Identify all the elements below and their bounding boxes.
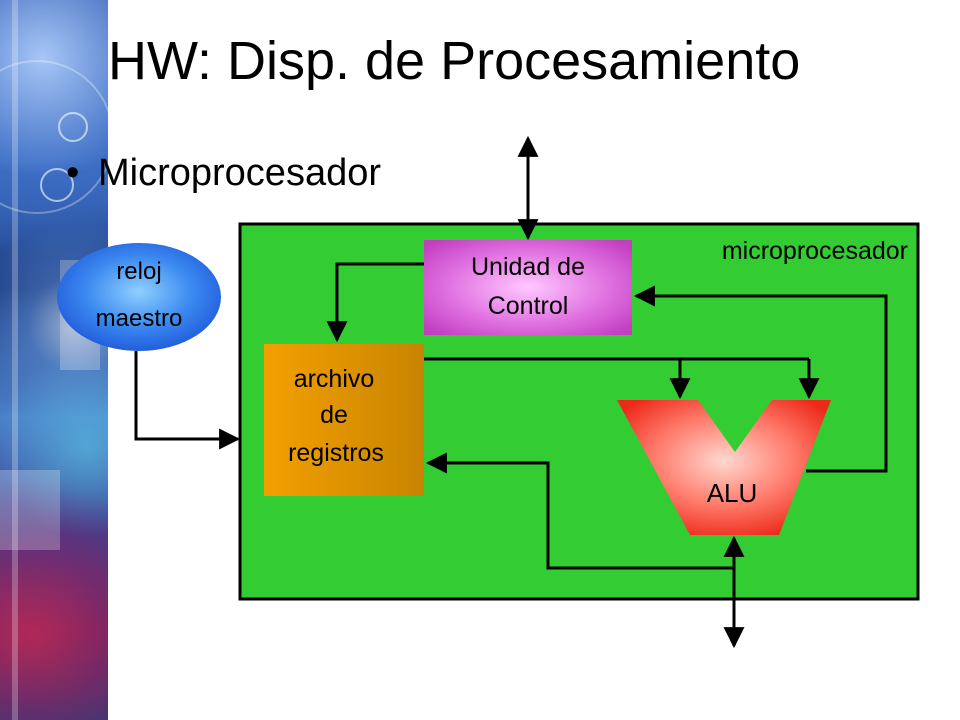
container-label: microprocesador bbox=[722, 237, 908, 265]
bullet-item: • Microprocesador bbox=[66, 152, 381, 195]
master-clock bbox=[57, 243, 221, 351]
alu-unit bbox=[617, 400, 831, 535]
decor-ring bbox=[40, 168, 74, 202]
bullet-text: Microprocesador bbox=[98, 152, 381, 194]
decorative-side-image bbox=[0, 0, 108, 720]
registers-label-line2: de bbox=[320, 401, 348, 429]
control-label-line1: Unidad de bbox=[471, 253, 585, 281]
control-unit bbox=[424, 240, 632, 335]
control-label-line2: Control bbox=[488, 292, 569, 320]
control-to-registers-arrow bbox=[326, 262, 424, 343]
alu-label: ALU bbox=[707, 478, 758, 508]
registers-label-line1: archivo bbox=[294, 365, 375, 393]
register-file bbox=[264, 344, 424, 496]
alu-to-control-arrow bbox=[633, 285, 888, 473]
slide-title: HW: Disp. de Procesamiento bbox=[108, 31, 801, 91]
registers-label-line3: registros bbox=[288, 439, 384, 467]
bullet-dot: • bbox=[66, 152, 80, 194]
alu-to-registers-arrow bbox=[425, 452, 734, 570]
decor-bar bbox=[0, 470, 60, 550]
clock-label-line1: reloj bbox=[116, 258, 161, 285]
clock-to-processor-arrow bbox=[134, 351, 241, 450]
decor-bar bbox=[12, 0, 18, 720]
clock-label-line2: maestro bbox=[96, 305, 183, 332]
